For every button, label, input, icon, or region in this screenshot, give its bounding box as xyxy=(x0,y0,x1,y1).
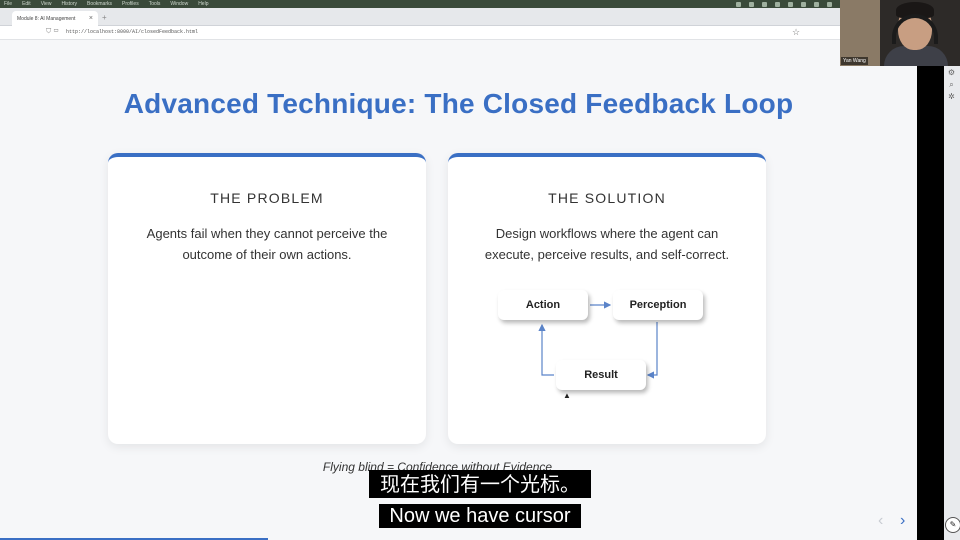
tray-icon[interactable] xyxy=(775,1,780,7)
menu-file[interactable]: File xyxy=(4,1,13,7)
webcam-name-label: Yan Wang xyxy=(841,57,868,65)
subtitle-english: Now we have cursor xyxy=(379,504,581,528)
problem-text: Agents fail when they cannot perceive th… xyxy=(146,226,388,262)
slide-progress-bar xyxy=(0,538,268,540)
subtitle-chinese: 现在我们有一个光标。 xyxy=(369,470,591,498)
slide-title: Advanced Technique: The Closed Feedback … xyxy=(123,88,794,119)
result-to-action-arrow xyxy=(538,323,554,376)
address-bar: ⛉ ▭ http://localhost:8000/AI/closedFeedb… xyxy=(0,26,840,40)
tray-icon[interactable] xyxy=(762,1,767,7)
system-menubar: File Edit View History Bookmarks Profile… xyxy=(0,0,840,8)
menu-bookmarks[interactable]: Bookmarks xyxy=(87,1,113,7)
menu-help[interactable]: Help xyxy=(198,1,209,7)
close-icon[interactable]: × xyxy=(88,15,93,22)
sidebar-search-icon[interactable]: ⌕ xyxy=(949,80,954,89)
pencil-icon[interactable]: ✎ xyxy=(945,517,960,533)
slide-canvas: Advanced Technique: The Closed Feedback … xyxy=(0,40,917,540)
bookmark-star-icon[interactable]: ☆ xyxy=(792,27,801,37)
new-tab-button[interactable]: + xyxy=(102,13,107,22)
tray-icon[interactable] xyxy=(736,1,741,7)
system-tray xyxy=(736,1,840,7)
shield-icon[interactable]: ⛉ ▭ xyxy=(46,28,59,35)
problem-heading: THE PROBLEM xyxy=(210,190,324,206)
tab-title: Module 8: AI Management xyxy=(17,15,76,22)
browser-tab[interactable]: Module 8: AI Management × xyxy=(12,11,98,26)
previous-slide-button[interactable]: ‹ xyxy=(878,512,884,529)
tab-bar: Module 8: AI Management × + xyxy=(0,8,840,26)
solution-text: Design workflows where the agent can exe… xyxy=(484,226,730,262)
webcam-background xyxy=(840,0,880,66)
action-node: Action xyxy=(498,290,588,320)
webcam-overlay: Yan Wang xyxy=(840,0,960,66)
perception-node: Perception xyxy=(613,290,703,320)
sidebar-settings-icon[interactable]: ⚙ xyxy=(947,68,956,77)
tray-icon[interactable] xyxy=(801,1,806,7)
menu-view[interactable]: View xyxy=(40,1,52,7)
url-field[interactable]: http://localhost:8000/AI/closedFeedback.… xyxy=(66,29,199,35)
solution-heading: THE SOLUTION xyxy=(548,190,666,206)
browser-sidebar: ⚙ ⌕ ✲ xyxy=(944,66,960,540)
menu-edit[interactable]: Edit xyxy=(22,1,31,7)
tray-icon[interactable] xyxy=(814,1,819,7)
menu-tools[interactable]: Tools xyxy=(148,1,161,7)
tray-icon[interactable] xyxy=(827,1,832,7)
tray-icon[interactable] xyxy=(749,1,754,7)
result-node: Result xyxy=(556,360,646,390)
webcam-person-body xyxy=(884,46,948,66)
mouse-cursor-icon: ▲ xyxy=(563,391,571,400)
menu-history[interactable]: History xyxy=(61,1,77,7)
right-black-bar xyxy=(917,66,944,540)
menu-profiles[interactable]: Profiles xyxy=(122,1,139,7)
perception-to-result-arrow xyxy=(646,322,658,379)
headphones-icon xyxy=(892,14,938,44)
menu-window[interactable]: Window xyxy=(170,1,189,7)
webcam-person-hair xyxy=(896,2,934,18)
tray-icon[interactable] xyxy=(788,1,793,7)
solution-card: THE SOLUTION Design workflows where the … xyxy=(448,153,766,444)
problem-card: THE PROBLEM Agents fail when they cannot… xyxy=(108,153,426,444)
next-slide-button[interactable]: › xyxy=(900,512,906,529)
sidebar-gear-icon[interactable]: ✲ xyxy=(948,92,955,101)
